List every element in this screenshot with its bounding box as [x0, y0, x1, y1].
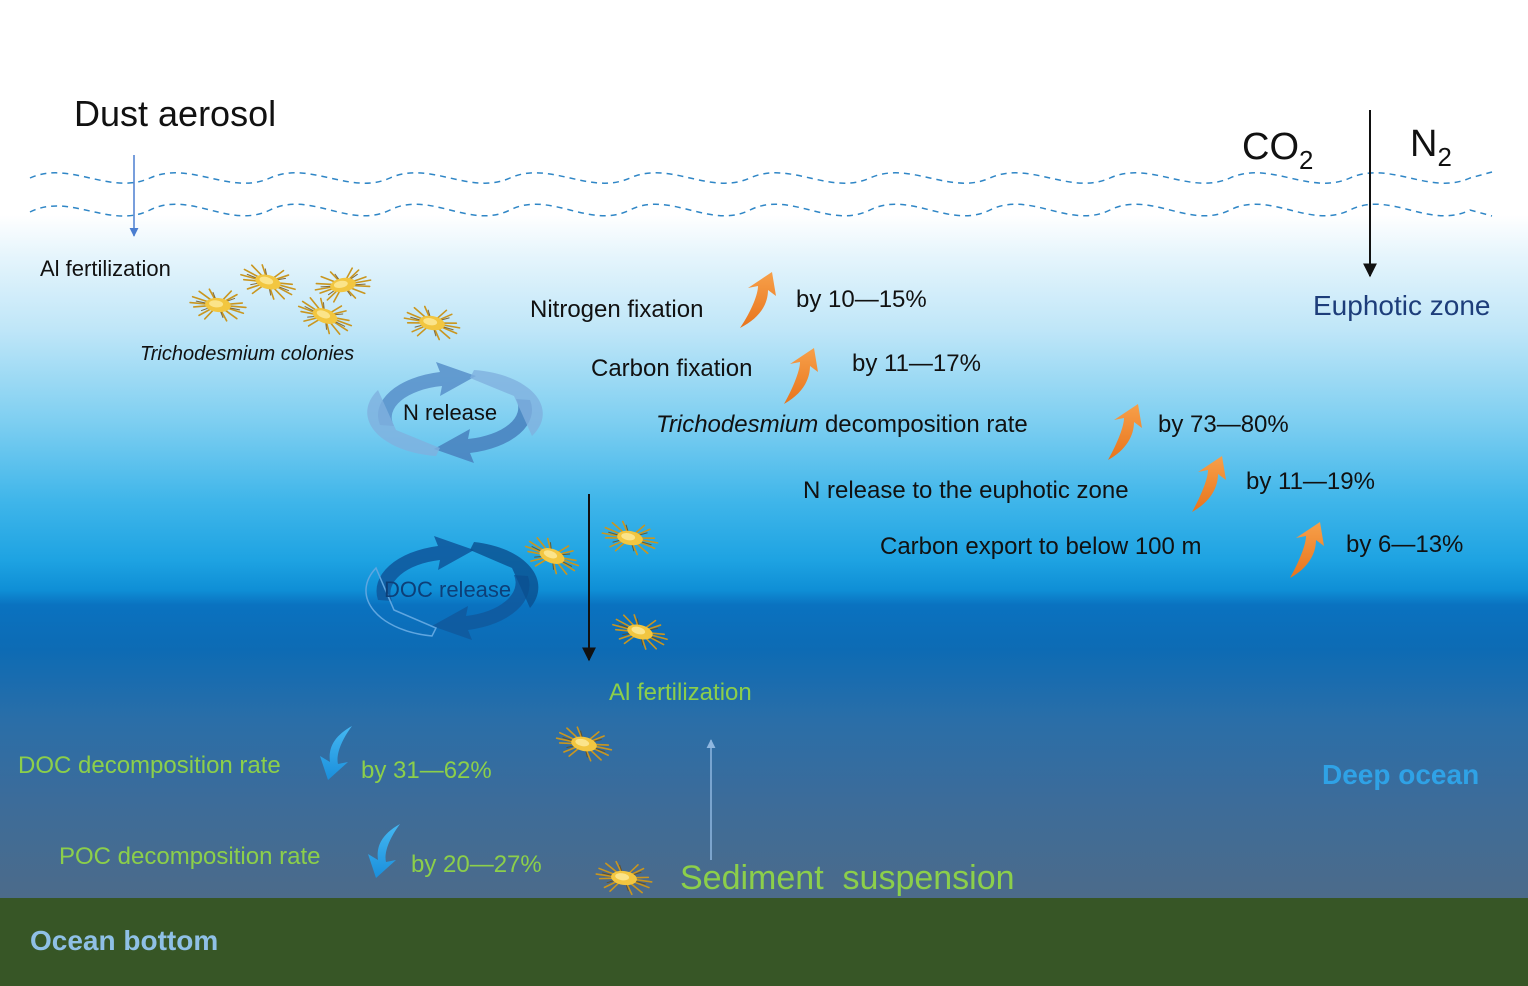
surface-al-fertilization-label: Al fertilization	[40, 256, 171, 281]
decomposition-rate-text: decomposition rate	[824, 411, 1028, 438]
carbon-fixation-label: Carbon fixation	[591, 355, 753, 382]
n-release-label: N release	[403, 400, 498, 425]
poc-decomposition-label: POC decomposition rate	[59, 843, 321, 870]
poc-decomposition-value: by 20—27%	[411, 851, 542, 878]
n-release-cycle-icon	[367, 362, 543, 463]
carbon-export-value: by 6—13%	[1346, 531, 1464, 558]
wave-line-lower	[29, 203, 1493, 217]
n-release-euphotic-value: by 11—19%	[1246, 468, 1375, 495]
n2-text: N	[1410, 123, 1438, 165]
nitrogen-fixation-label: Nitrogen fixation	[530, 296, 704, 323]
increase-arrow-icons	[740, 272, 1324, 578]
carbon-fixation-value: by 11—17%	[852, 350, 981, 377]
n-release-euphotic-label: N release to the euphotic zone	[803, 477, 1129, 504]
decrease-arrow-icons	[320, 726, 400, 878]
co2-subscript: 2	[1299, 146, 1314, 175]
diagram-title: Dust aerosol	[74, 93, 277, 134]
trichodesmium-decomposition-label: Trichodesmium decomposition rate	[656, 413, 1028, 437]
doc-decomposition-value: by 31—62%	[361, 757, 492, 784]
co2-text: CO	[1242, 126, 1299, 168]
trichodesmium-decomposition-value: by 73—80%	[1158, 411, 1289, 438]
ocean-bottom-label: Ocean bottom	[30, 925, 219, 956]
ocean-bottom-band	[0, 898, 1528, 986]
euphotic-zone-label: Euphotic zone	[1313, 290, 1491, 321]
n2-label: N2	[1410, 125, 1452, 172]
doc-release-label: DOC release	[384, 577, 512, 602]
doc-decomposition-label: DOC decomposition rate	[18, 752, 281, 779]
trichodesmium-italic-text: Trichodesmium	[656, 411, 819, 438]
deep-al-fertilization-label: Al fertilization	[609, 679, 752, 706]
nitrogen-fixation-value: by 10—15%	[796, 286, 927, 313]
deep-ocean-label: Deep ocean	[1322, 759, 1480, 790]
wave-line-upper	[29, 171, 1493, 184]
carbon-export-label: Carbon export to below 100 m	[880, 533, 1202, 560]
sediment-suspension-label: Sediment suspension	[680, 859, 1015, 897]
doc-release-cycle-icon	[365, 536, 539, 640]
trichodesmium-colonies-label: Trichodesmium colonies	[140, 343, 355, 365]
n2-subscript: 2	[1437, 143, 1452, 172]
co2-label: CO2	[1242, 128, 1313, 175]
